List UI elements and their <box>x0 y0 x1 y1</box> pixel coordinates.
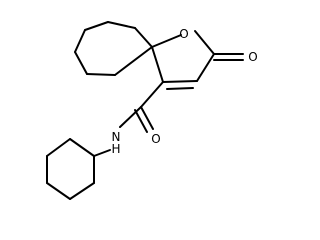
ring-oxygen-label: O <box>179 27 188 41</box>
bond <box>86 73 116 76</box>
amide-hydrogen-label: H <box>111 142 120 156</box>
bond <box>74 51 88 75</box>
carbonyl-oxygen-label: O <box>248 50 257 64</box>
lactone-carbonyl <box>213 53 244 61</box>
bond <box>196 53 215 82</box>
bond <box>140 81 164 108</box>
bond <box>84 21 109 31</box>
amide-group <box>93 81 164 157</box>
bond <box>134 27 153 48</box>
cyclohexane-ring <box>46 138 95 200</box>
bond <box>46 138 71 157</box>
cycloheptane-ring <box>74 21 153 76</box>
double-bond <box>162 80 198 83</box>
bond <box>151 34 182 48</box>
bond <box>107 21 136 29</box>
bond <box>93 149 111 157</box>
bond <box>74 29 86 53</box>
double-bond <box>140 106 154 130</box>
molecule-structure: O O O N H <box>46 21 258 200</box>
bond <box>69 182 95 200</box>
butenolide-ring <box>151 30 215 90</box>
bond <box>119 106 142 128</box>
bond <box>151 46 164 83</box>
amide-nitrogen-label: N <box>112 130 121 144</box>
bond <box>194 30 215 55</box>
atom-labels: O O O N H <box>111 27 257 156</box>
bond <box>114 46 153 76</box>
amide-oxygen-label: O <box>151 132 160 146</box>
bond <box>46 182 71 200</box>
double-bond-inner <box>166 87 194 90</box>
bond <box>69 138 95 157</box>
double-bond-inner <box>134 109 148 133</box>
